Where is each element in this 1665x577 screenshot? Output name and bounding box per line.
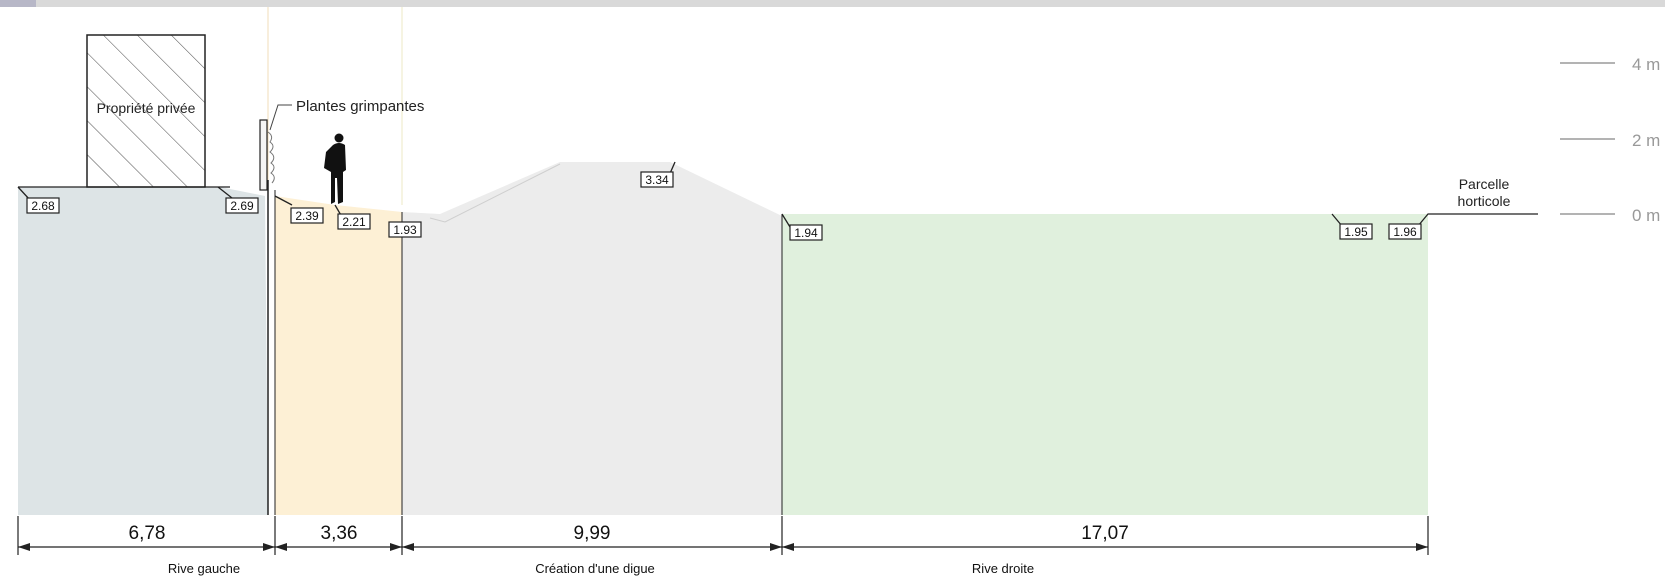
private-property: Propriété privée bbox=[86, 34, 206, 188]
zone-rive-gauche bbox=[18, 187, 268, 515]
zone-rive-droite bbox=[782, 214, 1428, 515]
ground-line-4 bbox=[274, 195, 293, 206]
elevation-tag: 2.21 bbox=[337, 213, 371, 230]
plants-icon bbox=[267, 131, 275, 184]
elevation-tag: 2.69 bbox=[225, 197, 259, 214]
wall bbox=[259, 119, 268, 191]
elevation-tag: 1.95 bbox=[1339, 223, 1373, 240]
scale-label: 2 m bbox=[1632, 131, 1660, 150]
svg-text:1.95: 1.95 bbox=[1344, 225, 1368, 239]
svg-text:3.34: 3.34 bbox=[645, 173, 669, 187]
dimension-line bbox=[17, 516, 1429, 555]
elevation-tag: 1.94 bbox=[789, 224, 823, 241]
svg-text:1.96: 1.96 bbox=[1393, 225, 1417, 239]
elevation-tag: 2.68 bbox=[26, 197, 60, 214]
elevation-tag: 3.34 bbox=[640, 171, 674, 188]
top-bar-accent bbox=[0, 0, 36, 7]
svg-text:2.21: 2.21 bbox=[342, 215, 366, 229]
dimension-value: 3,36 bbox=[321, 523, 358, 544]
height-scale: 4 m 2 m 0 m bbox=[1560, 55, 1660, 225]
top-bar bbox=[0, 0, 1665, 7]
person-silhouette-icon bbox=[324, 133, 346, 204]
digue-contour bbox=[429, 163, 561, 223]
dimension-value: 9,99 bbox=[574, 523, 611, 544]
climbing-plants-label: Plantes grimpantes bbox=[296, 98, 424, 115]
scale-label: 4 m bbox=[1632, 55, 1660, 74]
ground-line-3 bbox=[217, 186, 233, 199]
svg-text:2.39: 2.39 bbox=[295, 209, 319, 223]
section-label-digue: Création d'une digue bbox=[535, 561, 655, 576]
section-label-rive-droite: Rive droite bbox=[972, 561, 1034, 576]
elevation-tag: 1.93 bbox=[388, 221, 422, 238]
parcel-label-line1: Parcelle bbox=[1459, 176, 1510, 192]
elevation-tag: 1.96 bbox=[1388, 223, 1422, 240]
zone-digue bbox=[402, 162, 782, 515]
svg-text:2.68: 2.68 bbox=[31, 199, 55, 213]
private-property-box bbox=[86, 34, 206, 188]
zone-planting-strip bbox=[275, 196, 402, 515]
ground-line-9 bbox=[1417, 213, 1538, 227]
svg-text:2.69: 2.69 bbox=[230, 199, 254, 213]
dimension-value: 17,07 bbox=[1081, 523, 1129, 544]
ground-line-7 bbox=[781, 213, 791, 228]
section-label-rive-gauche: Rive gauche bbox=[168, 561, 240, 576]
svg-text:1.94: 1.94 bbox=[794, 226, 818, 240]
svg-text:1.93: 1.93 bbox=[393, 223, 417, 237]
climbing-plants-wall: Plantes grimpantes bbox=[259, 98, 424, 191]
dimension-value: 6,78 bbox=[129, 523, 166, 544]
scale-label: 0 m bbox=[1632, 206, 1660, 225]
parcel-label-line2: horticole bbox=[1458, 193, 1511, 209]
elevation-tag: 2.39 bbox=[290, 207, 324, 224]
private-property-label: Propriété privée bbox=[97, 100, 196, 116]
plants-leader-line bbox=[269, 104, 292, 131]
